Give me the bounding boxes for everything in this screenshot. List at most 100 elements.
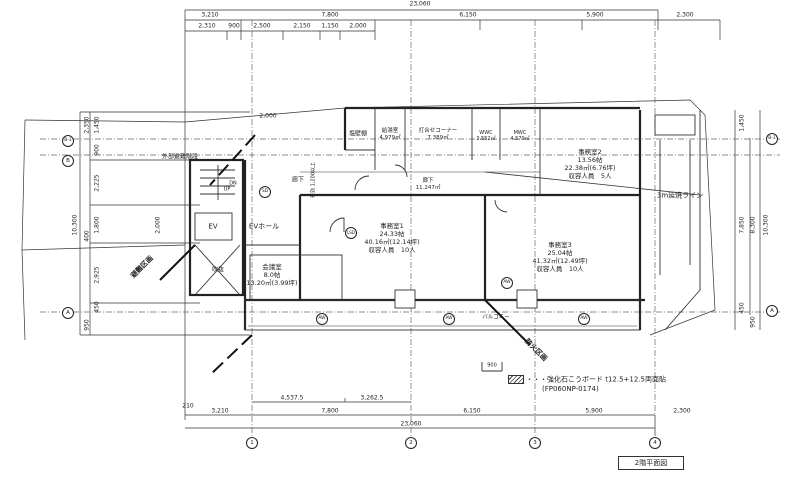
grid-row-b1-left: B-1 bbox=[62, 135, 74, 147]
dim-left-6: 400 bbox=[83, 230, 91, 242]
room-ev: EV bbox=[208, 222, 218, 231]
dim-sub-6: 2,000 bbox=[349, 22, 367, 30]
fire-line-label: 3m延焼ライン bbox=[656, 191, 704, 200]
room-area: 7.389㎡ bbox=[427, 135, 449, 141]
dim-left-5: 1,800 bbox=[93, 216, 101, 234]
room-office1: 事務室1 24.33帖 40.16㎡(12.14坪) 収容人員 10人 bbox=[364, 222, 419, 254]
room-corridor: 廊下 11.247㎡ bbox=[416, 178, 441, 192]
dim-sub-3: 2,500 bbox=[253, 22, 271, 30]
room-area: 41.32㎡(12.49坪) bbox=[532, 257, 588, 265]
room-wc1: WWC 3.552㎡ bbox=[476, 130, 495, 142]
room-name: 事務室1 bbox=[380, 222, 404, 230]
window-tag-icon: AW bbox=[316, 313, 328, 325]
room-name: 廊下 bbox=[422, 178, 434, 184]
room-capacity: 収容人員 10人 bbox=[368, 246, 416, 254]
dim-bottom-2: 7,800 bbox=[321, 407, 339, 415]
room-area: 22.38㎡(6.76坪) bbox=[564, 164, 616, 172]
room-capacity: 収容人員 10人 bbox=[536, 265, 584, 273]
grid-row-b-left: B bbox=[62, 155, 74, 167]
room-name: 給湯室 bbox=[381, 128, 399, 134]
room-area: 13.20㎡(3.99坪) bbox=[246, 279, 298, 287]
room-shelf: 塩壁棚 bbox=[348, 130, 368, 138]
dim-left-4: 2,225 bbox=[93, 174, 101, 192]
stair-treads bbox=[200, 165, 235, 200]
room-void: 吹抜 bbox=[211, 266, 225, 274]
dim-left-total: 10,300 bbox=[71, 214, 79, 236]
dim-left-9: 950 bbox=[83, 319, 91, 331]
dim-bottom-small: 210 bbox=[182, 402, 194, 410]
dim-bottom-5: 2,300 bbox=[673, 407, 691, 415]
room-tatami: 25.04帖 bbox=[547, 249, 573, 257]
dim-right-6: 950 bbox=[749, 316, 757, 328]
room-area: 4.579㎡ bbox=[510, 136, 530, 142]
room-area: 11.247㎡ bbox=[415, 185, 441, 191]
dim-sub-4: 2,150 bbox=[293, 22, 311, 30]
grid-col-3: 3 bbox=[529, 437, 541, 449]
room-area: 3.552㎡ bbox=[476, 136, 496, 142]
dim-sub-2: 900 bbox=[228, 22, 240, 30]
room-name: MWC bbox=[513, 130, 527, 136]
grid-row-a-right: A bbox=[766, 305, 778, 317]
grid-row-b1-right: B-1 bbox=[766, 133, 778, 145]
dim-door-width: 900 bbox=[487, 362, 497, 369]
dim-top-total: 23,060 bbox=[409, 0, 431, 8]
dim-right-2: 7,850 bbox=[738, 216, 746, 234]
room-balcony: バルコニー bbox=[482, 314, 510, 321]
room-area: 40.16㎡(12.14坪) bbox=[364, 238, 420, 246]
dim-top-inner: 2,000 bbox=[259, 112, 277, 120]
hatch-swatch-icon bbox=[508, 375, 524, 384]
corridor-left-note: 有効 1,200以上 bbox=[310, 162, 317, 198]
door-tag-icon: SD bbox=[259, 186, 271, 198]
room-office2: 事務室2 13.56帖 22.38㎡(6.76坪) 収容人員 5人 bbox=[564, 148, 615, 180]
grid-row-a-left: A bbox=[62, 307, 74, 319]
room-office3: 事務室3 25.04帖 41.32㎡(12.49坪) 収容人員 10人 bbox=[532, 241, 587, 273]
stair-up: UP bbox=[223, 186, 231, 193]
grid-col-1: 1 bbox=[246, 437, 258, 449]
dim-right-3: 8,300 bbox=[749, 216, 757, 234]
room-meeting: 会議室 8.0帖 13.20㎡(3.99坪) bbox=[246, 263, 297, 287]
room-name: WWC bbox=[479, 130, 493, 136]
dim-bottom-sub-2: 3,262.5 bbox=[360, 394, 384, 402]
stair-dn: DN bbox=[229, 180, 237, 187]
room-tatami: 24.33帖 bbox=[379, 230, 405, 238]
window-tag-icon: AW bbox=[501, 277, 513, 289]
dim-top-2: 7,800 bbox=[321, 11, 339, 19]
dim-bottom-3: 6,150 bbox=[463, 407, 481, 415]
drawing-title: 2階平面図 bbox=[618, 456, 684, 470]
dim-bottom-1: 3,210 bbox=[211, 407, 229, 415]
room-name: 会議室 bbox=[262, 263, 282, 271]
grid-col-4: 4 bbox=[649, 437, 661, 449]
room-tatami: 8.0帖 bbox=[263, 271, 281, 279]
room-corridor-left: 廊下 bbox=[291, 176, 305, 184]
dim-sub-5: 1,150 bbox=[321, 22, 339, 30]
dim-left-7: 2,925 bbox=[93, 266, 101, 284]
room-wc2: MWC 4.579㎡ bbox=[510, 130, 529, 142]
legend-code: (FP060NP-0174) bbox=[542, 384, 599, 393]
window-tag-icon: AW bbox=[578, 313, 590, 325]
dim-right-4: 10,300 bbox=[762, 214, 770, 236]
dim-top-1: 3,210 bbox=[201, 11, 219, 19]
dim-left-2: 2,350 bbox=[83, 116, 91, 134]
dim-left-inner: 2,000 bbox=[154, 216, 162, 234]
dim-right-5: 450 bbox=[738, 302, 746, 314]
dim-top-4: 5,900 bbox=[586, 11, 604, 19]
dim-left-1: 1,450 bbox=[93, 116, 101, 134]
legend: ・・・強化石こうボード t12.5+12.5両面貼 (FP060NP-0174) bbox=[508, 375, 666, 394]
room-kitchen: 給湯室 4.979㎡ bbox=[379, 128, 400, 142]
room-area: 4.979㎡ bbox=[379, 135, 401, 141]
dim-left-3: 900 bbox=[93, 144, 101, 156]
legend-text: ・・・強化石こうボード t12.5+12.5両面貼 bbox=[526, 375, 667, 384]
room-name: 事務室2 bbox=[578, 148, 602, 156]
room-name: 打合せコーナー bbox=[418, 128, 458, 134]
room-tatami: 13.56帖 bbox=[577, 156, 603, 164]
dim-right-1: 1,450 bbox=[738, 114, 746, 132]
dim-bottom-sub-1: 4,537.5 bbox=[280, 394, 304, 402]
dim-sub-1: 2,310 bbox=[198, 22, 216, 30]
room-meeting-corner: 打合せコーナー 7.389㎡ bbox=[419, 128, 458, 142]
room-capacity: 収容人員 5人 bbox=[568, 172, 612, 180]
room-ev-hall: EVホール bbox=[248, 222, 280, 231]
room-name: 事務室3 bbox=[548, 241, 572, 249]
dim-top-3: 6,150 bbox=[459, 11, 477, 19]
